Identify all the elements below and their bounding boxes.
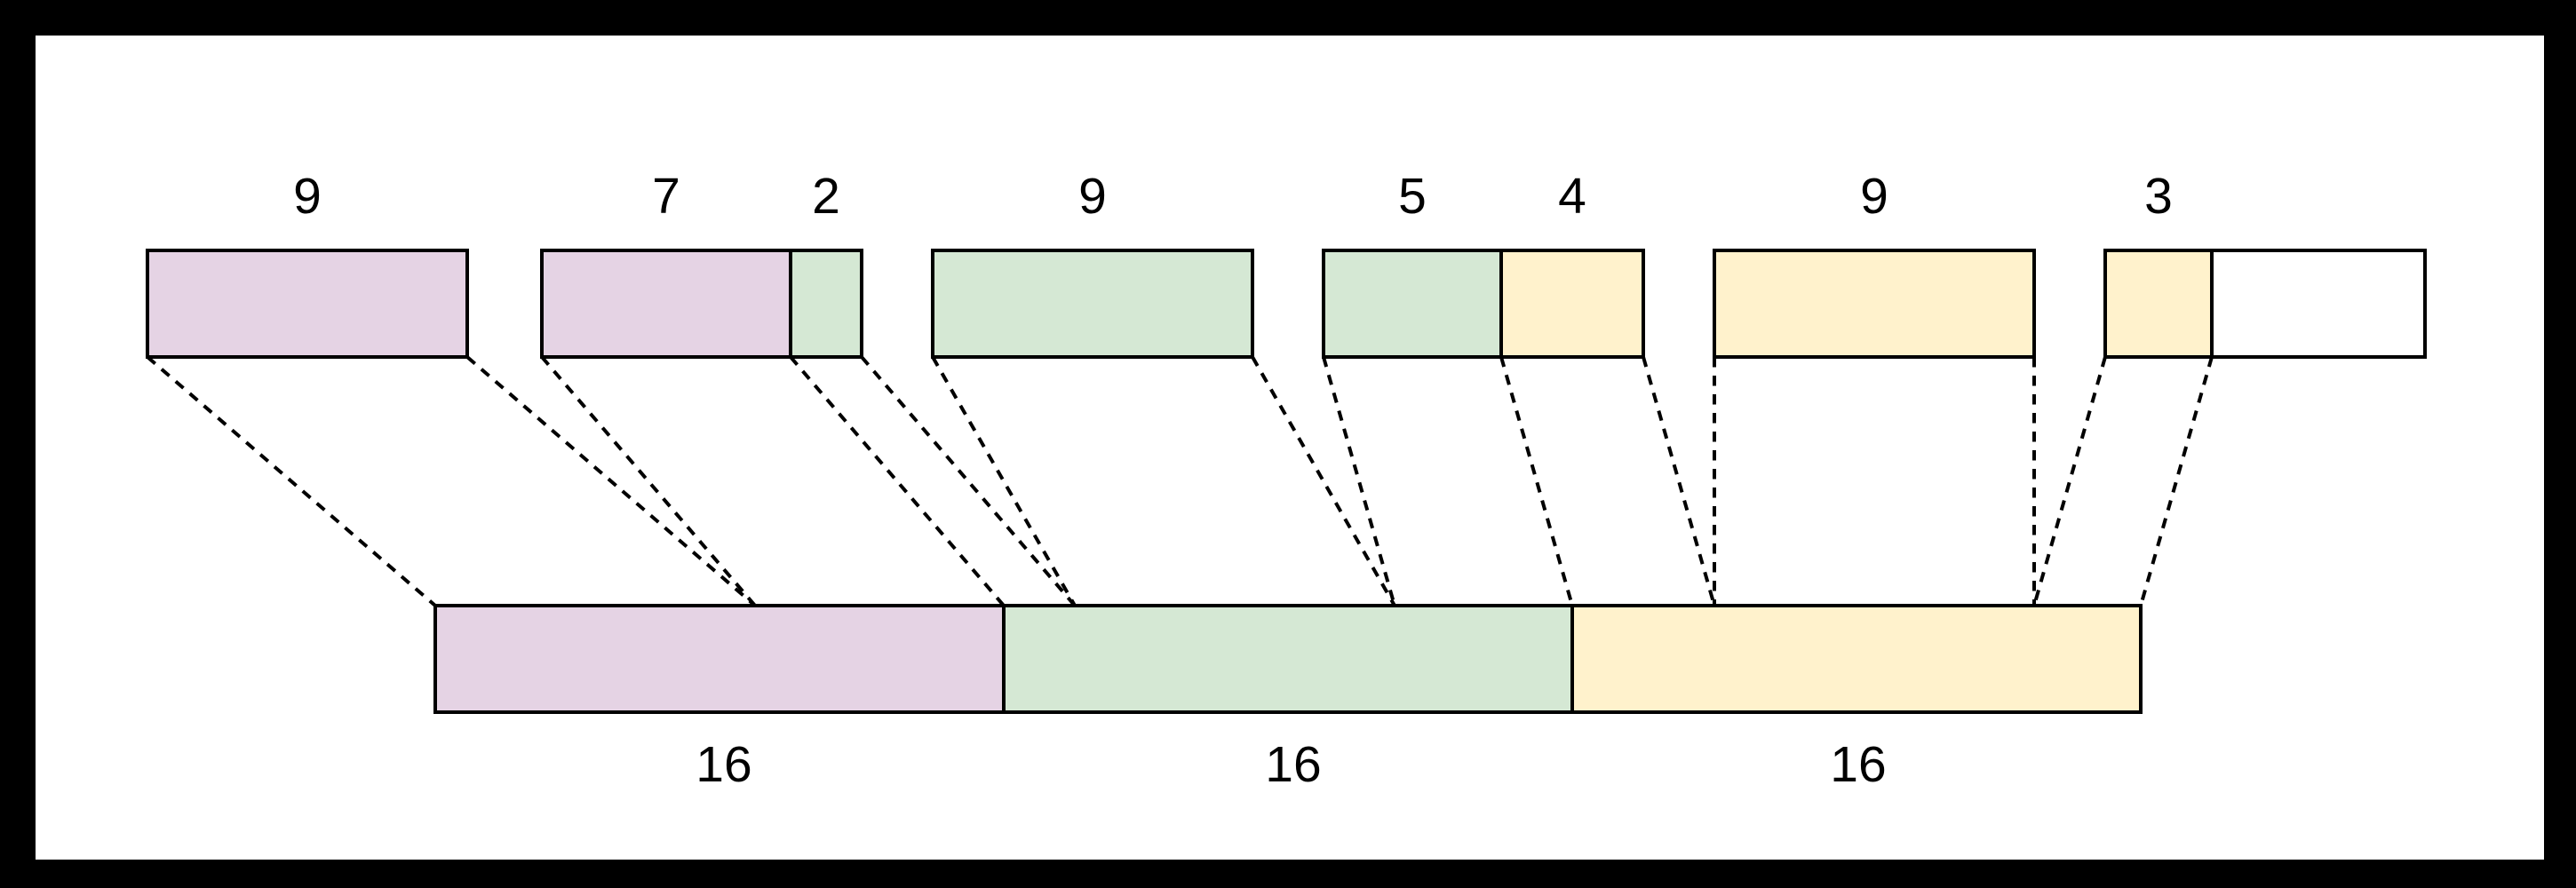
svg-text:5: 5 [1398,168,1427,225]
svg-text:9: 9 [293,168,322,225]
svg-text:7: 7 [652,168,680,225]
svg-text:2: 2 [812,168,840,225]
svg-text:3: 3 [2144,168,2173,225]
svg-text:9: 9 [1078,168,1107,225]
svg-text:4: 4 [1558,168,1586,225]
svg-text:16: 16 [1265,736,1321,793]
svg-text:16: 16 [696,736,751,793]
svg-text:16: 16 [1830,736,1886,793]
svg-text:9: 9 [1860,168,1888,225]
